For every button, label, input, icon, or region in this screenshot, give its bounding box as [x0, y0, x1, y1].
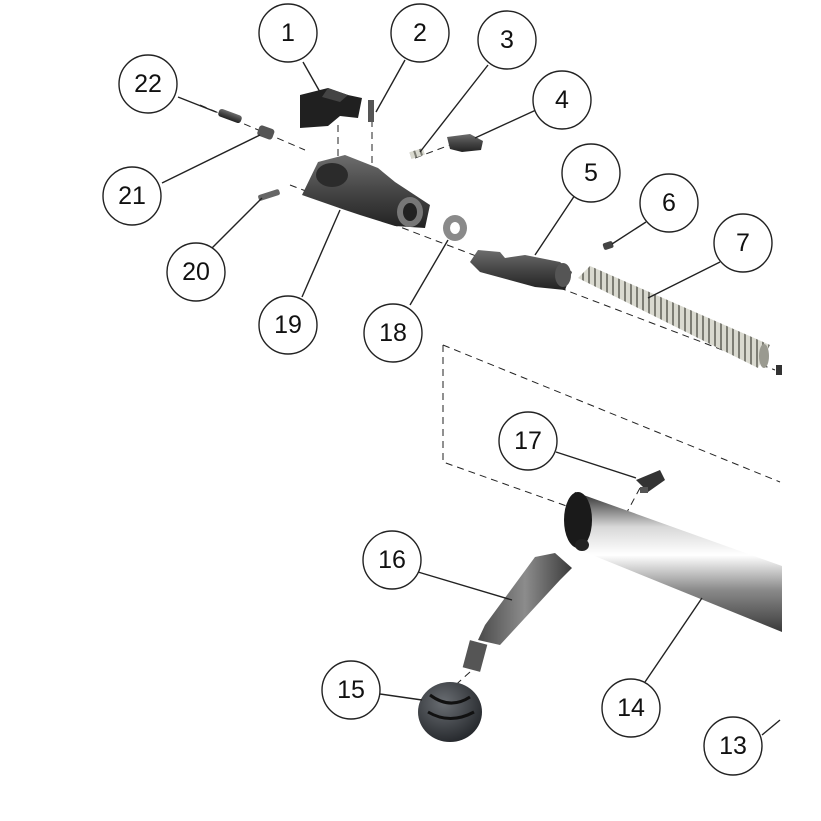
callout-7: 7 [713, 213, 773, 273]
callout-21-label: 21 [118, 182, 146, 210]
callout-19: 19 [258, 295, 318, 355]
part-22-screw [218, 108, 242, 124]
callout-16-label: 16 [378, 546, 406, 574]
leader-lines [161, 59, 781, 736]
callout-2-label: 2 [413, 19, 427, 47]
callout-2: 2 [390, 3, 450, 63]
callout-20-label: 20 [182, 258, 210, 286]
callout-19-label: 19 [274, 311, 302, 339]
callout-7-label: 7 [736, 229, 750, 257]
callout-1: 1 [258, 3, 318, 63]
part-15-knob [418, 682, 482, 742]
part-16-handle [462, 553, 572, 672]
callout-18: 18 [363, 303, 423, 363]
callout-18-label: 18 [379, 319, 407, 347]
callout-6-label: 6 [662, 189, 676, 217]
callout-17-label: 17 [514, 427, 542, 455]
part-6-pin [602, 241, 614, 250]
callout-3-label: 3 [500, 26, 514, 54]
callout-5: 5 [561, 143, 621, 203]
callout-4-label: 4 [555, 86, 569, 114]
callout-3: 3 [477, 10, 537, 70]
callout-15: 15 [321, 660, 381, 720]
part-20-pin [258, 189, 280, 201]
callout-16: 16 [362, 530, 422, 590]
callout-14: 14 [601, 678, 661, 738]
part-19-housing [302, 155, 430, 228]
callout-6: 6 [639, 173, 699, 233]
part-4-detent [447, 134, 483, 152]
part-21-bushing [257, 125, 275, 140]
callout-17: 17 [498, 411, 558, 471]
part-7-main-spring [578, 266, 782, 375]
callout-5-label: 5 [584, 159, 598, 187]
callout-20: 20 [166, 242, 226, 302]
callout-21: 21 [102, 166, 162, 226]
callout-4: 4 [532, 70, 592, 130]
part-14-tube [564, 492, 782, 632]
callout-22: 22 [118, 54, 178, 114]
callout-15-label: 15 [337, 676, 365, 704]
part-17-screw [636, 470, 665, 493]
part-5-bolt-carrier [470, 250, 572, 290]
callout-13-label: 13 [719, 732, 747, 760]
callout-1-label: 1 [281, 19, 295, 47]
part-1-lever [300, 88, 362, 128]
callout-14-label: 14 [617, 694, 645, 722]
callout-13: 13 [703, 716, 763, 776]
part-2-pin [368, 100, 374, 122]
part-18-washer [443, 215, 467, 241]
callout-22-label: 22 [134, 70, 162, 98]
